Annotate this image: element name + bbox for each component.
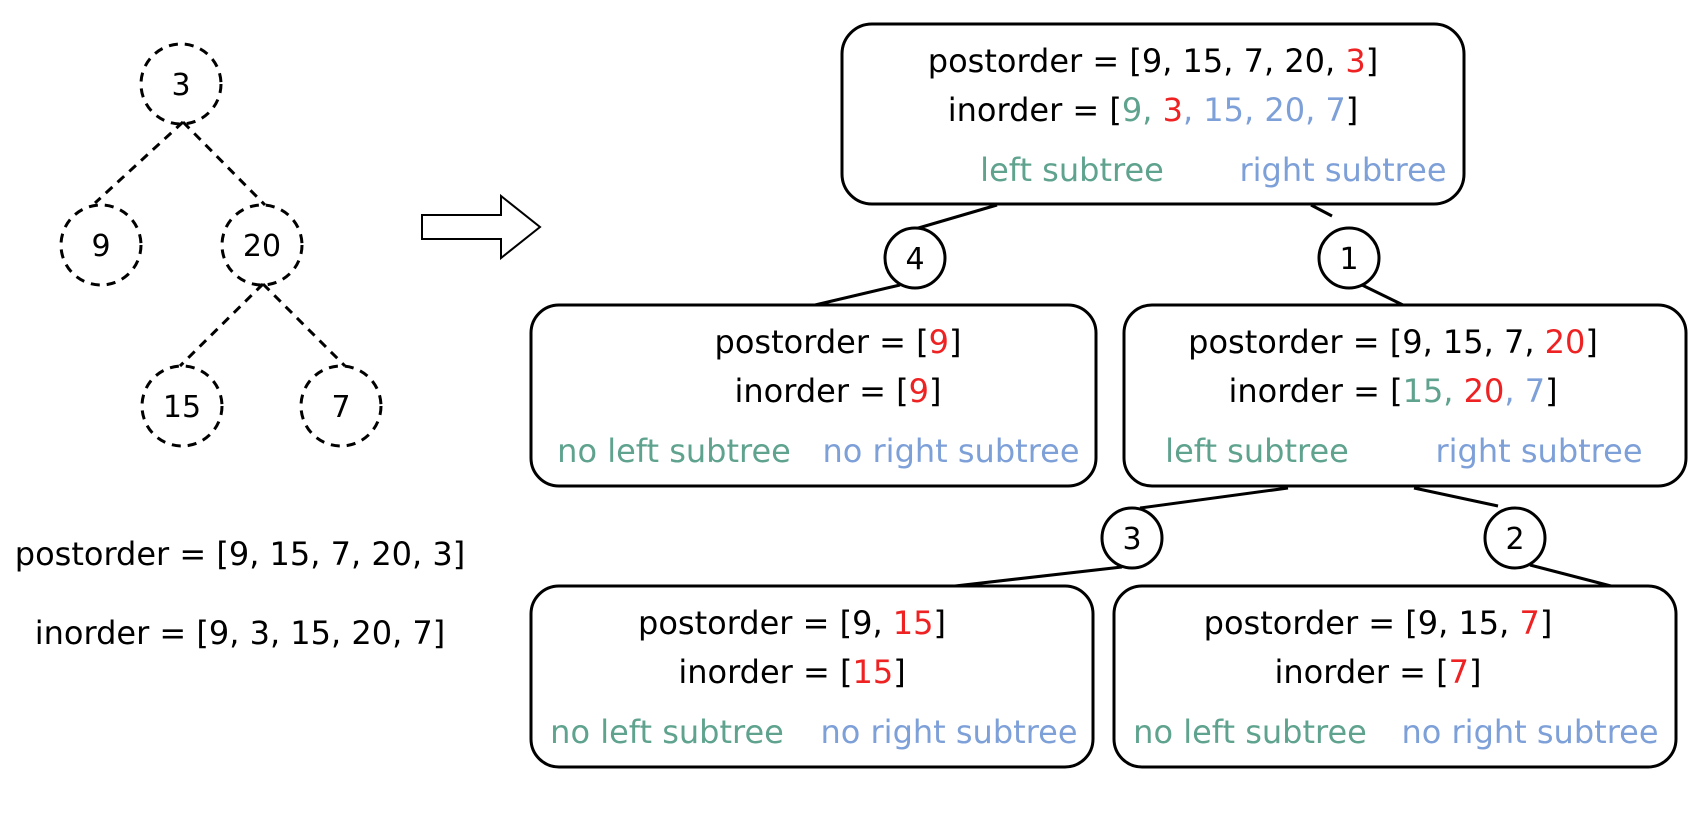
- tree-node-9: [59, 203, 143, 287]
- edge-root-to-step4: [914, 203, 998, 231]
- right-arrow-icon: [421, 193, 542, 261]
- box-left-15: [529, 584, 1095, 769]
- step-2-circle: [1483, 506, 1547, 570]
- step-3-circle: [1100, 506, 1164, 570]
- box-left-9: [529, 303, 1098, 488]
- right20-inorder: inorder = [15, 20, 7]: [1228, 372, 1557, 410]
- tree-edge-3-9: [93, 120, 185, 205]
- right7-right-subtree-label: no right subtree: [1401, 713, 1658, 751]
- right20-postorder: postorder = [9, 15, 7, 20]: [1188, 323, 1598, 361]
- left9-right-subtree-label: no right subtree: [822, 432, 1079, 470]
- tree-edge-20-15: [178, 282, 265, 368]
- step-1-label: 1: [1339, 242, 1358, 277]
- root-inorder: inorder = [9, 3, 15, 20, 7]: [948, 91, 1359, 129]
- left15-right-subtree-label: no right subtree: [820, 713, 1077, 751]
- left9-inorder: inorder = [9]: [735, 372, 942, 410]
- step-4-label: 4: [905, 242, 924, 277]
- root-left-subtree-label: left subtree: [980, 151, 1164, 189]
- left15-inorder: inorder = [15]: [678, 653, 905, 691]
- edge-right-to-step3: [1139, 486, 1289, 510]
- tree-edge-3-20: [181, 120, 267, 207]
- left15-postorder: postorder = [9, 15]: [638, 604, 946, 642]
- box-right-20: [1122, 303, 1688, 488]
- tree-node-3-label: 3: [171, 68, 190, 103]
- step-3-label: 3: [1122, 522, 1141, 557]
- right7-left-subtree-label: no left subtree: [1133, 713, 1367, 751]
- edge-step3-to-15: [954, 565, 1123, 588]
- box-right-7: [1112, 584, 1678, 769]
- box-root: [840, 22, 1466, 206]
- right7-inorder: inorder = [7]: [1275, 653, 1482, 691]
- tree-node-15-label: 15: [163, 390, 201, 425]
- right7-postorder: postorder = [9, 15, 7]: [1204, 604, 1553, 642]
- recursion-edges: [814, 203, 1612, 588]
- tree-node-15: [140, 364, 224, 448]
- edge-step4-to-left: [814, 283, 901, 307]
- left15-left-subtree-label: no left subtree: [550, 713, 784, 751]
- edge-right-to-step2: [1413, 486, 1499, 508]
- step-2-label: 2: [1505, 522, 1524, 557]
- root-right-subtree-label: right subtree: [1240, 151, 1447, 189]
- edge-root-to-step1: [1310, 203, 1333, 218]
- input-postorder: postorder = [9, 15, 7, 20, 3]: [15, 535, 465, 573]
- root-postorder: postorder = [9, 15, 7, 20, 3]: [928, 42, 1378, 80]
- step-1-circle: [1317, 226, 1381, 290]
- tree-edge-20-7: [261, 282, 347, 368]
- input-inorder: inorder = [9, 3, 15, 20, 7]: [35, 614, 446, 652]
- tree-node-9-label: 9: [91, 229, 110, 264]
- tree-node-7-label: 7: [331, 390, 350, 425]
- right20-left-subtree-label: left subtree: [1165, 432, 1349, 470]
- left9-left-subtree-label: no left subtree: [557, 432, 791, 470]
- left9-postorder: postorder = [9]: [715, 323, 962, 361]
- input-tree: [59, 42, 383, 448]
- edge-step2-to-7: [1529, 563, 1612, 588]
- tree-node-20: [220, 203, 304, 287]
- tree-node-7: [299, 364, 383, 448]
- edge-step1-to-right: [1361, 283, 1404, 307]
- step-4-circle: [883, 226, 947, 290]
- tree-node-20-label: 20: [243, 229, 281, 264]
- right20-right-subtree-label: right subtree: [1436, 432, 1643, 470]
- tree-node-3: [139, 42, 223, 126]
